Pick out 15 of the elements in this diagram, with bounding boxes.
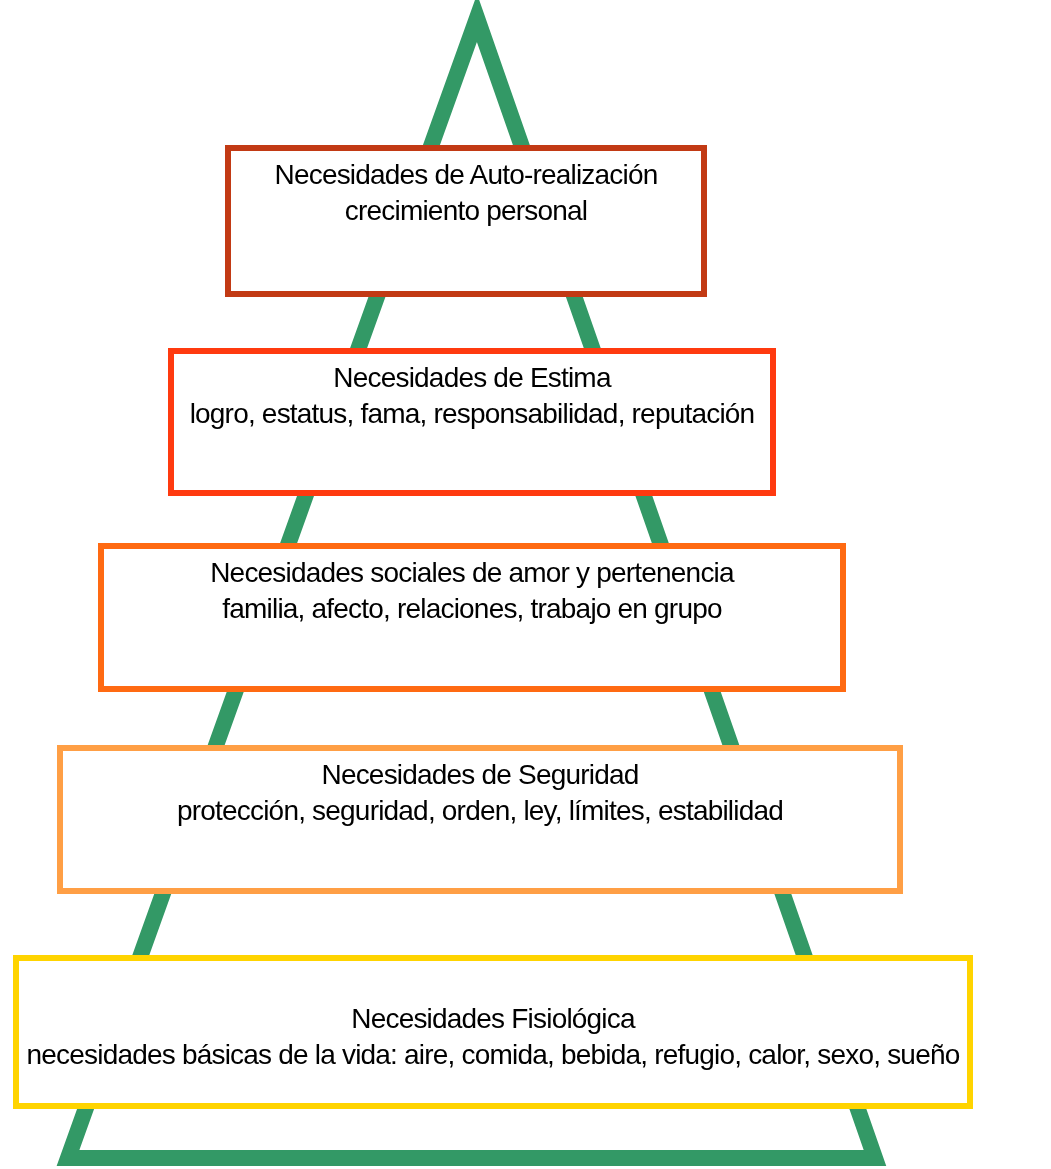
level-heading: Necesidades Fisiológica bbox=[351, 1002, 635, 1036]
level-description: logro, estatus, fama, responsabilidad, reputación bbox=[189, 397, 755, 431]
level-heading: Necesidades de Auto-realización bbox=[274, 158, 658, 192]
level-box bbox=[168, 348, 776, 496]
level-box bbox=[225, 145, 707, 297]
level-box bbox=[13, 955, 973, 1109]
level-description: protección, seguridad, orden, ley, límites, estabilidad bbox=[176, 794, 784, 828]
level-description: familia, afecto, relaciones, trabajo en grupo bbox=[222, 592, 722, 626]
level-description: necesidades básicas de la vida: aire, comida, bebida, refugio, calor, sexo, sueño bbox=[26, 1038, 960, 1072]
level-heading: Necesidades sociales de amor y pertenencia bbox=[210, 556, 734, 590]
level-box bbox=[57, 745, 903, 894]
level-heading: Necesidades de Seguridad bbox=[321, 758, 639, 792]
level-heading: Necesidades de Estima bbox=[333, 361, 611, 395]
level-description: crecimiento personal bbox=[344, 194, 588, 228]
level-box bbox=[98, 543, 846, 692]
